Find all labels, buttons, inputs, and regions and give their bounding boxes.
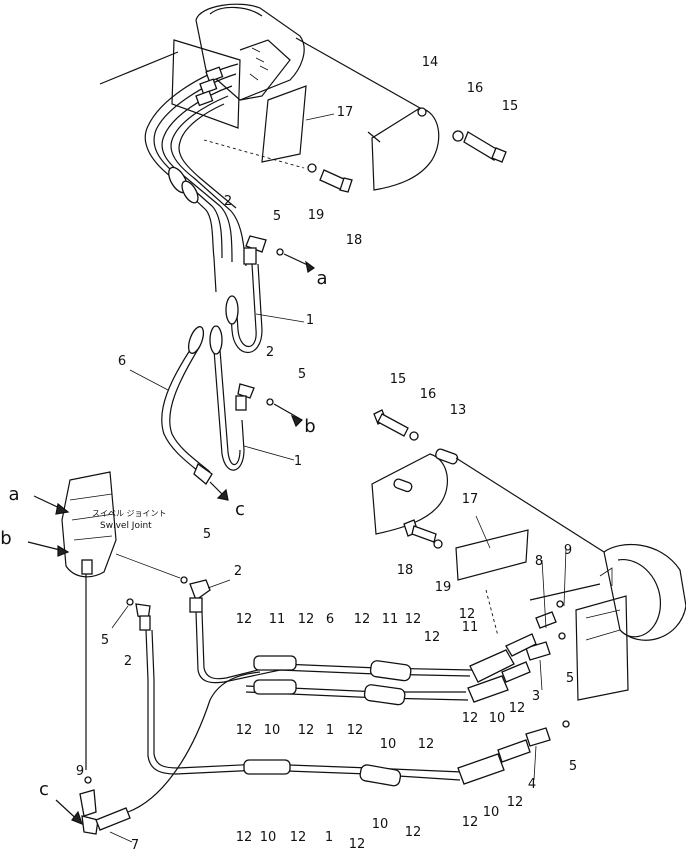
hose-1-lower-u [209, 325, 295, 471]
part-number-label: 12 [347, 723, 364, 738]
part-number-label: 12 [236, 830, 253, 845]
part-number-label: 15 [502, 99, 519, 114]
hose-1-lower [127, 629, 463, 813]
part-number-label: 6 [118, 354, 126, 369]
part-number-label: 12 [405, 612, 422, 627]
part-number-label: 16 [467, 81, 484, 96]
elbow-2-lower-left [111, 598, 151, 631]
swivel-joint-jp-label: スイベル ジョイント [92, 509, 167, 518]
part-number-label: 12 [349, 837, 366, 852]
part-number-label: 5 [569, 759, 577, 774]
part-number-label: 12 [459, 607, 476, 622]
connection-letter-label: b [0, 528, 11, 549]
part-number-label: 1 [325, 830, 333, 845]
part-number-label: 1 [294, 454, 302, 469]
part-number-label: 11 [462, 620, 479, 635]
part-number-label: 5 [298, 367, 306, 382]
part-number-label: 2 [234, 564, 242, 579]
gasket-plate-17-top [203, 85, 335, 169]
part-number-label: 12 [298, 612, 315, 627]
right-fittings [525, 547, 570, 781]
part-number-label: 7 [131, 838, 139, 852]
drain-line [55, 574, 133, 843]
bolt-18-washer-19 [307, 163, 353, 193]
connection-letters: a b c a b c [0, 268, 327, 800]
part-number-label: 5 [273, 209, 281, 224]
cover-14 [367, 107, 507, 191]
connection-letter-label: b [304, 416, 315, 437]
bolt-15-washer-16-right [373, 409, 419, 441]
part-number-label: 9 [564, 543, 572, 558]
hose-6-upper [129, 326, 229, 501]
top-hose-bundle [144, 63, 247, 293]
connection-letter-label: a [8, 484, 19, 505]
part-number-label: 12 [418, 737, 435, 752]
hose-1-upper [225, 263, 305, 354]
part-number-label: 2 [224, 194, 232, 209]
part-number-label: 10 [372, 817, 389, 832]
part-number-label: 12 [424, 630, 441, 645]
part-number-label: 16 [420, 387, 437, 402]
part-number-label: 2 [266, 345, 274, 360]
part-number-label: 11 [269, 612, 286, 627]
part-number-label: 9 [76, 764, 84, 779]
part-number-label: 11 [382, 612, 399, 627]
part-number-label: 2 [124, 654, 132, 669]
part-number-label: 12 [509, 701, 526, 716]
part-number-label: 13 [450, 403, 467, 418]
part-number-label: 10 [260, 830, 277, 845]
connection-letter-label: a [316, 268, 327, 289]
part-number-label: 14 [422, 55, 439, 70]
part-number-labels: 1416151719182512561151613178952521819121… [76, 55, 577, 852]
part-number-label: 12 [462, 711, 479, 726]
part-number-label: 15 [390, 372, 407, 387]
elbow-2-lower-right [180, 576, 231, 613]
part-number-label: 12 [405, 825, 422, 840]
part-number-label: 12 [298, 723, 315, 738]
part-number-label: 10 [380, 737, 397, 752]
part-number-label: 5 [101, 633, 109, 648]
part-number-label: 18 [397, 563, 414, 578]
part-number-label: 19 [308, 208, 325, 223]
elbow-2-upper [243, 235, 316, 273]
cover-13 [371, 448, 605, 553]
part-number-label: 6 [326, 612, 334, 627]
elbow-2-middle [235, 383, 304, 428]
part-number-label: 12 [354, 612, 371, 627]
part-number-label: 4 [528, 777, 536, 792]
part-number-label: 1 [326, 723, 334, 738]
part-number-label: 12 [462, 815, 479, 830]
sleeves [243, 655, 412, 787]
swivel-joint-en-label: Swivel Joint [100, 521, 152, 531]
connection-letter-label: c [235, 499, 245, 520]
part-number-label: 12 [236, 612, 253, 627]
part-number-label: 3 [532, 689, 540, 704]
top-motor-assembly [99, 3, 421, 129]
gasket-plate-17-right [455, 515, 529, 637]
part-number-label: 17 [337, 105, 354, 120]
part-number-label: 17 [462, 492, 479, 507]
part-number-label: 10 [483, 805, 500, 820]
part-number-label: 18 [346, 233, 363, 248]
connection-letter-label: c [39, 779, 49, 800]
bolt-18-washer-19-right [403, 519, 443, 549]
part-number-label: 10 [264, 723, 281, 738]
swivel-joint [27, 471, 181, 579]
part-number-label: 8 [535, 554, 543, 569]
part-number-label: 1 [306, 313, 314, 328]
part-number-label: 12 [507, 795, 524, 810]
hose-end-fittings [457, 633, 537, 785]
part-number-label: 10 [489, 711, 506, 726]
part-number-label: 5 [203, 527, 211, 542]
part-number-label: 19 [435, 580, 452, 595]
part-number-label: 12 [290, 830, 307, 845]
part-number-label: 5 [566, 671, 574, 686]
part-number-label: 12 [236, 723, 253, 738]
